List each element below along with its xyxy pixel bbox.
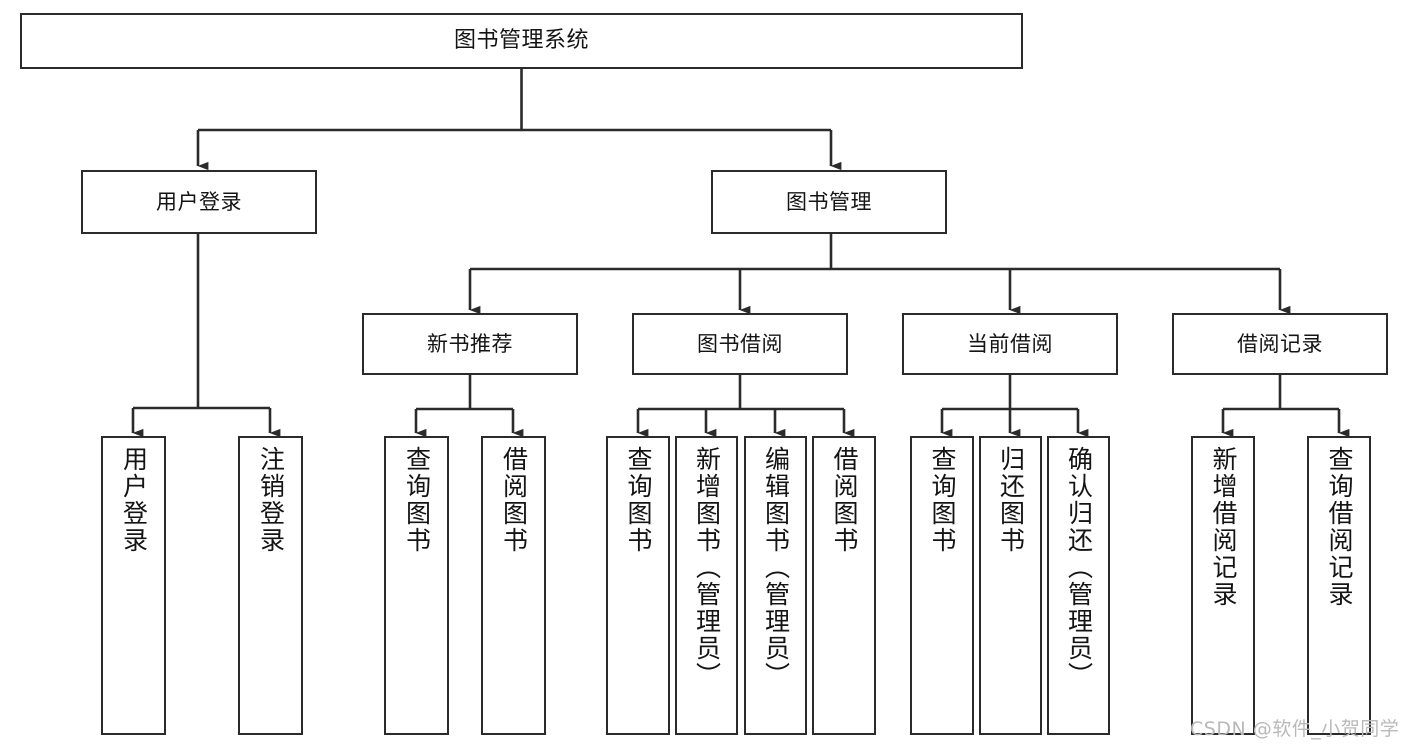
node-book-borrow[interactable]: 图书借阅 [632, 313, 848, 375]
node-label: 借阅记录 [1237, 331, 1323, 356]
node-label: 确认归还（管理员） [1064, 446, 1094, 689]
node-book-management[interactable]: 图书管理 [711, 170, 947, 234]
node-label: 用户登录 [156, 189, 242, 214]
leaf-return-book[interactable]: 归还图书 [979, 436, 1042, 735]
node-label: 归还图书 [996, 446, 1026, 554]
node-label: 当前借阅 [967, 331, 1053, 356]
node-root-system[interactable]: 图书管理系统 [20, 13, 1023, 69]
leaf-borrow-book[interactable]: 借阅图书 [812, 436, 876, 735]
node-label: 图书管理系统 [453, 28, 589, 54]
node-user-login[interactable]: 用户登录 [81, 170, 317, 234]
node-label: 图书管理 [786, 189, 872, 214]
leaf-add-book-admin[interactable]: 新增图书（管理员） [675, 436, 738, 735]
node-label: 新增借阅记录 [1209, 446, 1238, 608]
node-label: 查询借阅记录 [1325, 446, 1354, 608]
leaf-confirm-return-admin[interactable]: 确认归还（管理员） [1047, 436, 1110, 735]
leaf-edit-book-admin[interactable]: 编辑图书（管理员） [744, 436, 807, 735]
node-borrow-record[interactable]: 借阅记录 [1172, 313, 1388, 375]
watermark-text: CSDN @软件_小贺同学 [1190, 718, 1400, 740]
node-label: 新增图书（管理员） [692, 446, 722, 689]
node-label: 借阅图书 [830, 446, 859, 554]
leaf-add-borrow-record[interactable]: 新增借阅记录 [1191, 436, 1255, 735]
leaf-query-book-current[interactable]: 查询图书 [910, 436, 974, 735]
node-label: 编辑图书（管理员） [761, 446, 791, 689]
node-label: 查询图书 [624, 446, 653, 554]
node-label: 用户登录 [119, 446, 149, 554]
node-label: 查询图书 [928, 446, 957, 554]
node-label: 图书借阅 [697, 331, 783, 356]
node-current-borrow[interactable]: 当前借阅 [902, 313, 1118, 375]
node-label: 查询图书 [402, 446, 432, 554]
node-new-book-recommend[interactable]: 新书推荐 [362, 313, 578, 375]
leaf-logout[interactable]: 注销登录 [238, 436, 303, 735]
node-label: 新书推荐 [427, 331, 513, 356]
leaf-borrow-book-recommend[interactable]: 借阅图书 [481, 436, 546, 735]
leaf-query-book-borrow[interactable]: 查询图书 [606, 436, 670, 735]
leaf-query-borrow-record[interactable]: 查询借阅记录 [1307, 436, 1371, 735]
node-label: 注销登录 [256, 446, 286, 554]
leaf-user-login[interactable]: 用户登录 [101, 436, 166, 735]
leaf-query-book-recommend[interactable]: 查询图书 [384, 436, 449, 735]
node-label: 借阅图书 [499, 446, 529, 554]
